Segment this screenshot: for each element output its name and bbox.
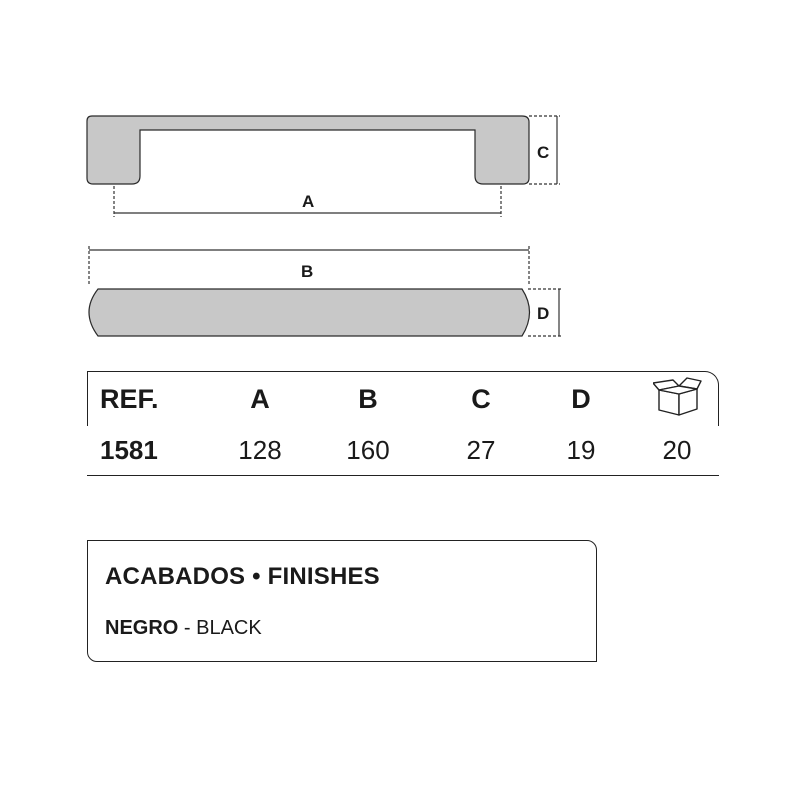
spec-table: REF. A B C D 1581 128 160 27 19 20 xyxy=(87,371,719,476)
row-b: 160 xyxy=(346,435,390,465)
dimension-b-label: B xyxy=(301,262,313,281)
handle-top-view xyxy=(88,288,531,337)
header-d: D xyxy=(571,384,591,414)
header-b: B xyxy=(358,384,378,414)
row-d: 19 xyxy=(566,435,596,465)
row-a: 128 xyxy=(238,435,282,465)
finish-name: NEGRO xyxy=(105,617,179,639)
dimension-a-label: A xyxy=(302,192,314,211)
row-box-qty: 20 xyxy=(662,435,692,465)
spec-table-divider xyxy=(87,475,719,476)
row-ref: 1581 xyxy=(100,435,158,465)
finish-item: NEGRO - BLACK xyxy=(105,617,262,640)
dimension-a xyxy=(113,186,502,217)
row-c: 27 xyxy=(466,435,496,465)
header-c: C xyxy=(471,384,491,414)
finishes-card: ACABADOS • FINISHES NEGRO - BLACK xyxy=(87,540,597,662)
finish-separator: - xyxy=(178,617,197,639)
dimension-b xyxy=(88,246,530,285)
box-icon xyxy=(653,377,702,416)
header-ref: REF. xyxy=(100,384,159,414)
handle-side-view xyxy=(86,115,530,185)
dimension-c-label: C xyxy=(537,143,549,162)
finishes-title: ACABADOS • FINISHES xyxy=(105,563,380,590)
spec-table-header xyxy=(87,371,719,426)
header-a: A xyxy=(250,384,270,414)
dimension-d xyxy=(528,288,563,337)
finish-translation: BLACK xyxy=(196,617,262,639)
dimension-d-label: D xyxy=(537,304,549,323)
dimension-c xyxy=(529,115,560,185)
